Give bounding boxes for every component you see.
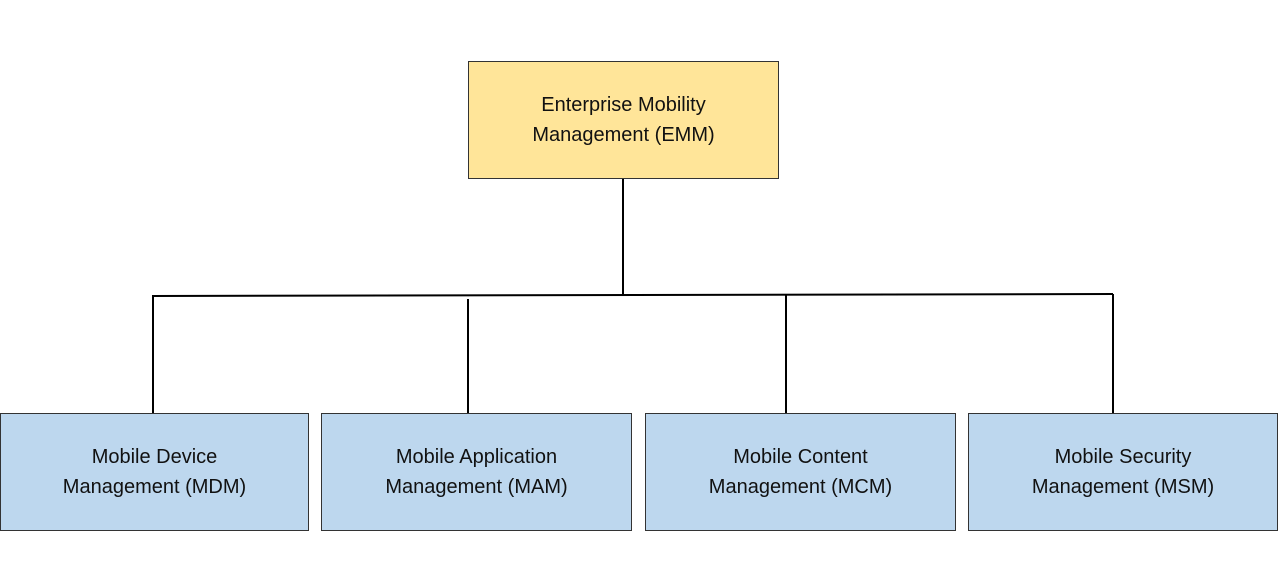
child-node-label: Mobile Device Management (MDM)	[63, 442, 246, 502]
root-node-label-line1: Enterprise Mobility	[541, 94, 706, 116]
child-node-label: Mobile Application Management (MAM)	[385, 442, 567, 502]
child-node-label: Mobile Content Management (MCM)	[709, 442, 892, 502]
child-node-label-line1: Mobile Security	[1054, 446, 1192, 468]
child-node-label-line1: Mobile Device	[91, 446, 218, 468]
child-node-label-line1: Mobile Content	[733, 446, 868, 468]
root-node-emm: Enterprise Mobility Management (EMM)	[468, 61, 779, 179]
root-node-label: Enterprise Mobility Management (EMM)	[532, 90, 714, 150]
horizontal-bus-line	[151, 293, 1114, 297]
child-node-label-line2: Management (MDM)	[62, 476, 247, 498]
root-node-label-line2: Management (EMM)	[532, 124, 715, 146]
child-node-msm: Mobile Security Management (MSM)	[968, 413, 1278, 531]
child-node-mam: Mobile Application Management (MAM)	[321, 413, 632, 531]
child-node-label-line2: Management (MAM)	[385, 476, 568, 498]
child-node-mdm: Mobile Device Management (MDM)	[0, 413, 309, 531]
child-node-label-line2: Management (MSM)	[1031, 476, 1215, 498]
child-node-label-line2: Management (MCM)	[708, 476, 893, 498]
child-node-mcm: Mobile Content Management (MCM)	[645, 413, 956, 531]
child-node-label-line1: Mobile Application	[395, 446, 558, 468]
child-node-label: Mobile Security Management (MSM)	[1032, 442, 1214, 502]
